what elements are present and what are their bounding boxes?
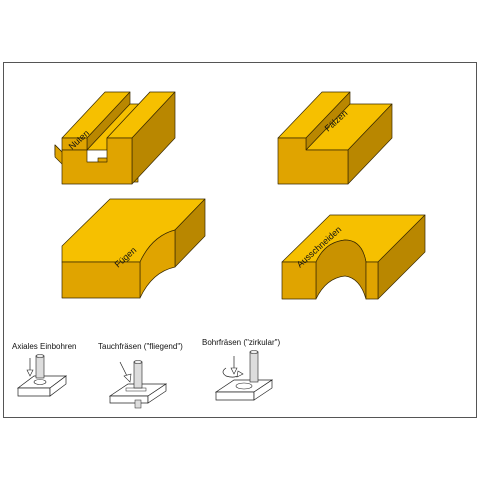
arrow-down-icon	[26, 369, 34, 377]
mode-label-axiales: Axiales Einbohren	[12, 342, 76, 351]
mode-label-bohr: Bohrfräsen ("zirkular")	[202, 338, 280, 347]
block-faelzen: Fälzen	[277, 91, 393, 185]
block-fuegen: Fügen	[61, 198, 206, 299]
mode-bohrfraesen: Bohrfräsen ("zirkular")	[202, 338, 280, 401]
block-ausschneiden: Ausschneiden	[281, 214, 426, 300]
page-border	[3, 62, 477, 418]
mode-tauchfraesen: Tauchfräsen ("fliegend")	[98, 342, 183, 409]
arrow-down-icon	[230, 367, 238, 375]
arrow-diagonal-icon	[123, 373, 132, 383]
mode-label-tauch: Tauchfräsen ("fliegend")	[98, 342, 183, 351]
mode-axiales-einbohren: Axiales Einbohren	[12, 342, 76, 397]
block-nuten: Nuten	[54, 91, 176, 185]
